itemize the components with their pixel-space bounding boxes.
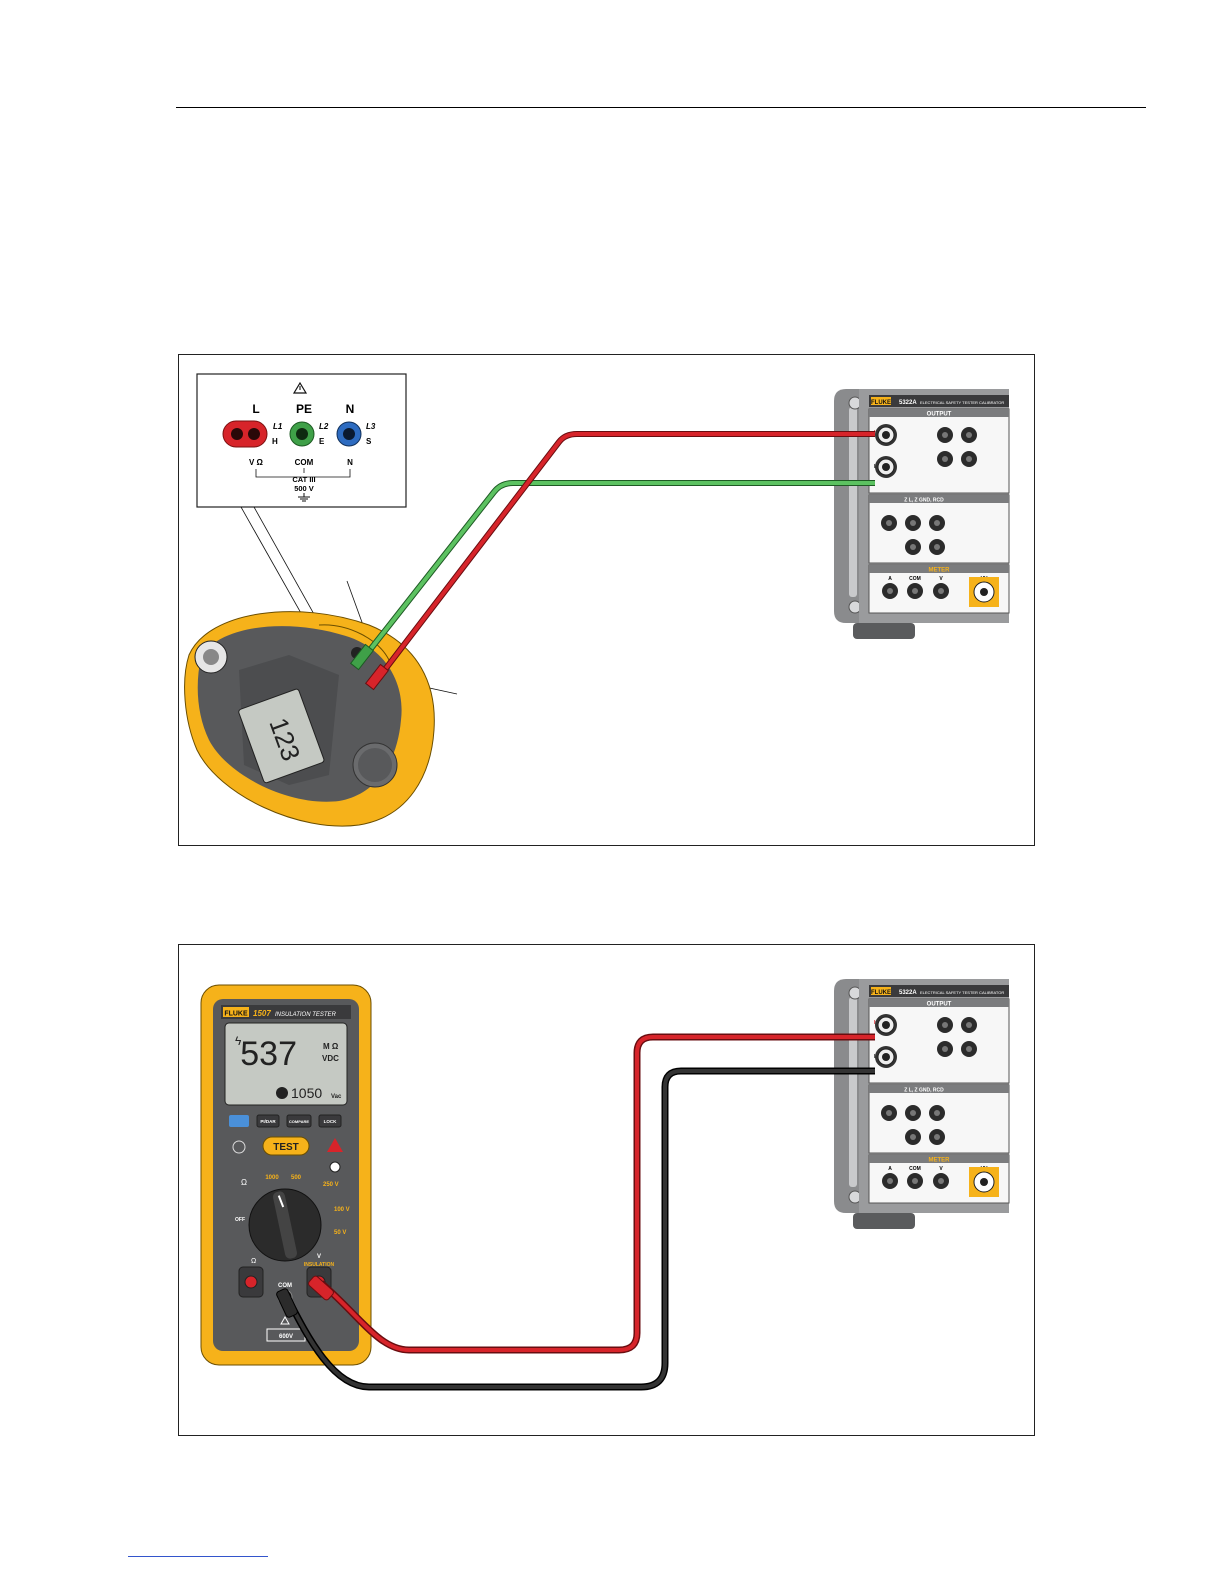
calibrator-name: ELECTRICAL SAFETY TESTER CALIBRATOR bbox=[920, 990, 1004, 995]
jack-insulation-label: INSULATION bbox=[304, 1262, 335, 1268]
backlight-icon[interactable] bbox=[232, 1140, 246, 1154]
label-L3: L3 bbox=[366, 422, 376, 431]
tester2-sub-unit: Vac bbox=[331, 1094, 342, 1100]
compare-label: COMPARE bbox=[289, 1119, 309, 1124]
calibrator-model: 5322A bbox=[899, 990, 917, 996]
max-voltage-label: 600V bbox=[279, 1334, 293, 1340]
green-probe-plug bbox=[349, 643, 375, 671]
label-H: H bbox=[272, 437, 278, 446]
figure-1-diagram: L PE N L1 H L2 E L3 S V Ω COM N CAT III … bbox=[184, 373, 1010, 827]
range-250: 250 V bbox=[323, 1182, 339, 1188]
indicator-light-icon bbox=[329, 1161, 341, 1173]
figure-2-diagram: FLUKE 5322A ELECTRICAL SAFETY TESTER CAL… bbox=[200, 979, 1010, 1391]
warning-icon bbox=[292, 381, 308, 394]
test-indicator-icon bbox=[276, 1087, 288, 1099]
label-cat: CAT III bbox=[292, 475, 315, 484]
compare-button[interactable] bbox=[286, 1114, 312, 1128]
black-plug bbox=[276, 1288, 298, 1318]
ohm-jack[interactable] bbox=[244, 1275, 258, 1289]
calibrator-5322a: FLUKE 5322A ELECTRICAL SAFETY TESTER CAL… bbox=[834, 389, 1010, 639]
label-L: L bbox=[252, 402, 259, 416]
pi-dar-button[interactable] bbox=[256, 1114, 280, 1128]
range-1000: 1000 bbox=[265, 1175, 279, 1181]
green-test-lead bbox=[360, 481, 875, 662]
tester2-unit-mohm: M Ω bbox=[323, 1042, 339, 1051]
meter-heading: METER bbox=[929, 568, 951, 574]
jack-v-label: V bbox=[317, 1254, 321, 1260]
warning-icon bbox=[327, 1138, 343, 1152]
output-heading: OUTPUT bbox=[927, 412, 952, 418]
jack-ohm-label: Ω bbox=[251, 1258, 256, 1265]
range-ohm: Ω bbox=[241, 1178, 247, 1187]
jack-L bbox=[222, 420, 268, 448]
label-E: E bbox=[319, 437, 325, 446]
tester2-unit-vdc: VDC bbox=[322, 1054, 339, 1063]
jack-PE bbox=[289, 421, 315, 447]
range-500: 500 bbox=[291, 1175, 302, 1181]
ground-icon bbox=[298, 493, 310, 502]
test-button[interactable] bbox=[262, 1136, 310, 1156]
lock-label: LOCK bbox=[324, 1119, 337, 1124]
figure-2-insulation-tester-connection: FLUKE 5322A ELECTRICAL SAFETY TESTER CAL… bbox=[178, 944, 1035, 1436]
meter-heading: METER bbox=[929, 1158, 951, 1164]
warning-icon bbox=[280, 1315, 290, 1325]
red-test-lead bbox=[319, 1035, 875, 1352]
insulation-tester-1507: FLUKE 1507 INSULATION TESTER ϟ 537 M Ω V… bbox=[200, 984, 372, 1366]
calibrator-brand: FLUKE bbox=[871, 400, 891, 406]
rcd-heading: Z L, Z GND, RCD bbox=[904, 1088, 944, 1094]
multifunction-tester: 123 bbox=[184, 611, 435, 827]
label-com: COM bbox=[295, 458, 314, 467]
red-probe-plug bbox=[364, 663, 390, 691]
label-L1: L1 bbox=[273, 422, 283, 431]
output-heading: OUTPUT bbox=[927, 1002, 952, 1008]
calibrator-model: 5322A bbox=[899, 400, 917, 406]
blue-button[interactable] bbox=[229, 1115, 249, 1127]
label-v-ohm: V Ω bbox=[249, 458, 264, 467]
red-plug bbox=[308, 1275, 334, 1301]
meter-v-label: V bbox=[939, 1166, 943, 1172]
jack-N bbox=[336, 421, 362, 447]
tester2-title: INSULATION TESTER bbox=[275, 1012, 337, 1018]
meter-v-label: V bbox=[939, 576, 943, 582]
label-L2: L2 bbox=[319, 422, 329, 431]
tester2-model: 1507 bbox=[253, 1009, 271, 1018]
tester2-reading: 537 bbox=[240, 1035, 297, 1073]
tester2-sub-reading: 1050 bbox=[291, 1085, 322, 1101]
label-volt: 500 V bbox=[294, 484, 314, 493]
meter-com-label: COM bbox=[909, 576, 921, 582]
range-50: 50 V bbox=[334, 1230, 346, 1236]
calibrator-brand: FLUKE bbox=[871, 990, 891, 996]
footer-link-underline bbox=[128, 1556, 268, 1557]
label-PE: PE bbox=[296, 402, 312, 416]
pi-dar-label: PI/DAR bbox=[260, 1119, 276, 1124]
lock-button[interactable] bbox=[318, 1114, 342, 1128]
black-test-lead bbox=[285, 1069, 875, 1389]
test-label: TEST bbox=[273, 1142, 299, 1153]
tester1-display bbox=[238, 688, 325, 784]
rcd-heading: Z L, Z GND, RCD bbox=[904, 498, 944, 504]
tester2-brand: FLUKE bbox=[224, 1011, 248, 1018]
header-rule bbox=[176, 107, 1146, 108]
label-S: S bbox=[366, 437, 372, 446]
tester2-display bbox=[224, 1022, 348, 1106]
calibrator-5322a: FLUKE 5322A ELECTRICAL SAFETY TESTER CAL… bbox=[834, 979, 1010, 1229]
label-n-low: N bbox=[347, 458, 353, 467]
calibrator-name: ELECTRICAL SAFETY TESTER CALIBRATOR bbox=[920, 400, 1004, 405]
range-off: OFF bbox=[235, 1217, 245, 1223]
meter-a-label: A bbox=[888, 576, 892, 582]
meter-com-label: COM bbox=[909, 1166, 921, 1172]
label-N: N bbox=[346, 402, 355, 416]
figure-1-multifunction-tester-connection: L PE N L1 H L2 E L3 S V Ω COM N CAT III … bbox=[178, 354, 1035, 846]
red-test-lead bbox=[375, 432, 875, 682]
hv-bolt-icon: ϟ bbox=[235, 1034, 242, 1048]
range-100: 100 V bbox=[334, 1207, 350, 1213]
meter-a-label: A bbox=[888, 1166, 892, 1172]
terminal-callout: L PE N L1 H L2 E L3 S V Ω COM N CAT III … bbox=[196, 373, 407, 508]
com-label: COM bbox=[278, 1283, 292, 1289]
